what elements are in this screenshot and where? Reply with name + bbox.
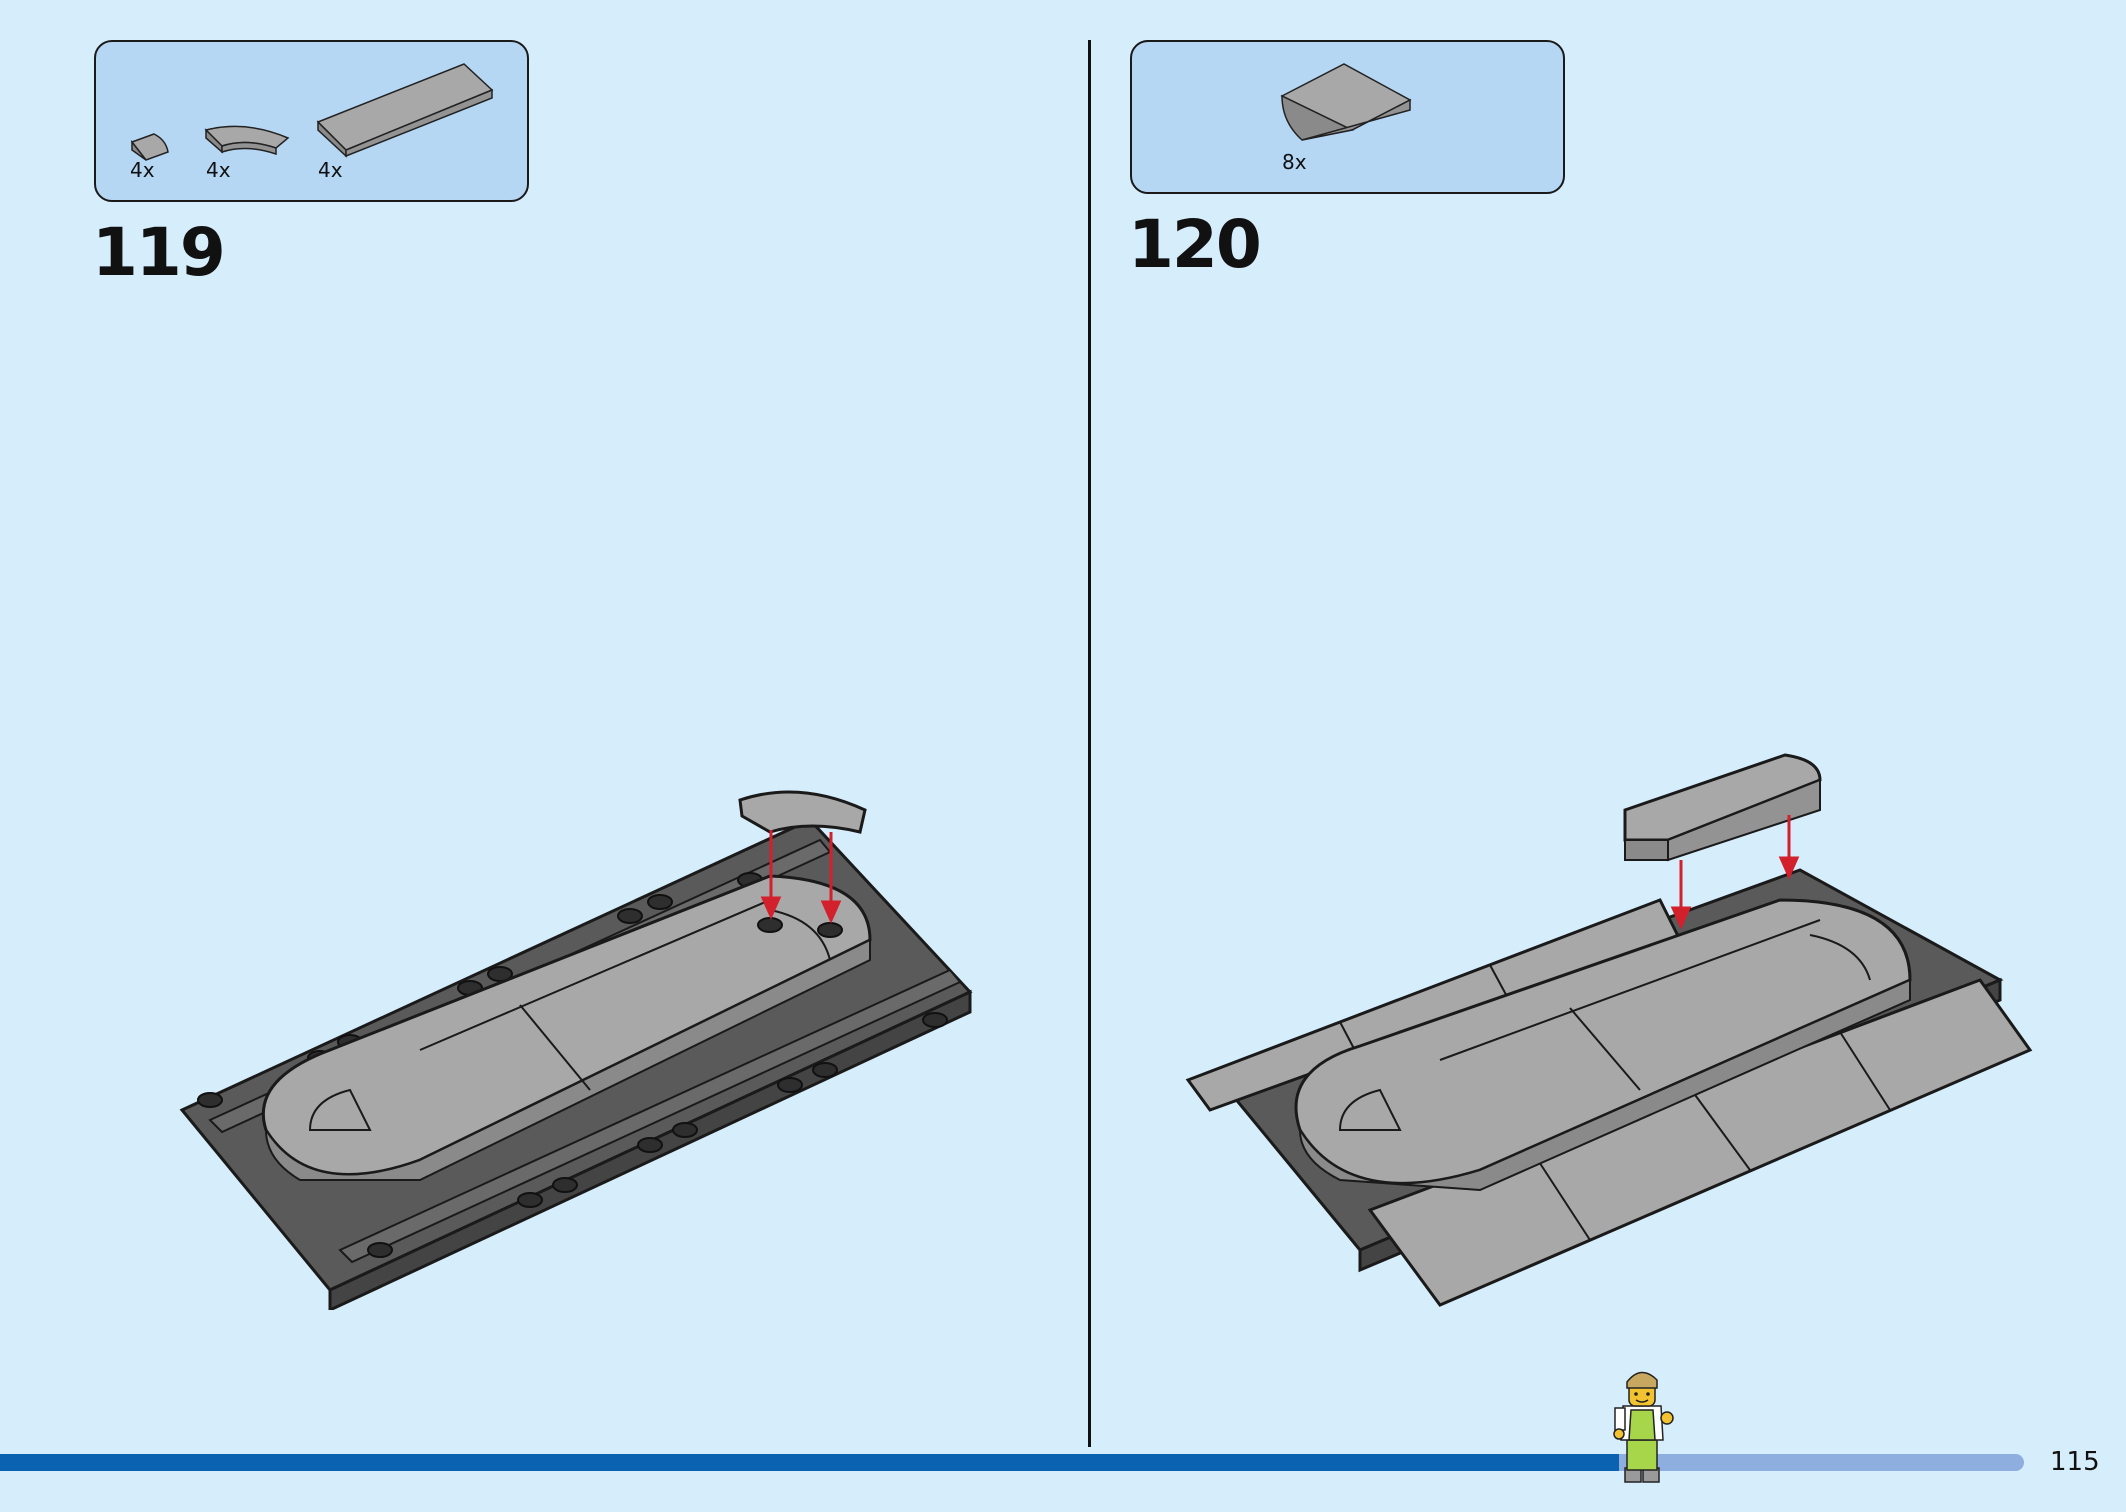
page-number: 115 bbox=[2050, 1447, 2100, 1477]
minifigure-icon bbox=[1613, 1371, 1674, 1483]
step-number-120: 120 bbox=[1128, 206, 1262, 283]
placement-arrows bbox=[1670, 815, 1800, 930]
parts-list-step-119: 4x 4x 4x bbox=[94, 40, 529, 202]
curved-slope-icon bbox=[1280, 63, 1412, 141]
step-number-119: 119 bbox=[92, 214, 226, 291]
parts-illustration-120 bbox=[1280, 63, 1412, 141]
floating-curved-tile bbox=[738, 790, 867, 834]
page-divider bbox=[1088, 40, 1091, 1447]
tile-plate bbox=[261, 874, 872, 1181]
part-qty: 4x bbox=[130, 158, 155, 182]
part-qty: 4x bbox=[318, 158, 343, 182]
parts-list-step-120: 8x bbox=[1130, 40, 1565, 194]
placement-arrows bbox=[760, 830, 842, 924]
build-illustration-step-120 bbox=[1185, 753, 2033, 1307]
parts-illustration-119 bbox=[130, 63, 494, 161]
floating-curved-slope bbox=[1623, 753, 1822, 862]
part-qty: 4x bbox=[206, 158, 231, 182]
progress-bar-fill bbox=[0, 1454, 1620, 1471]
long-flat-tile-icon bbox=[316, 63, 494, 158]
curved-tile-icon bbox=[204, 125, 290, 156]
build-illustration-step-119 bbox=[179, 790, 973, 1310]
progress-bar bbox=[0, 1454, 2024, 1471]
tile-plate bbox=[1294, 898, 1912, 1192]
part-qty: 8x bbox=[1282, 150, 1307, 174]
quarter-round-tile-icon bbox=[130, 133, 169, 161]
